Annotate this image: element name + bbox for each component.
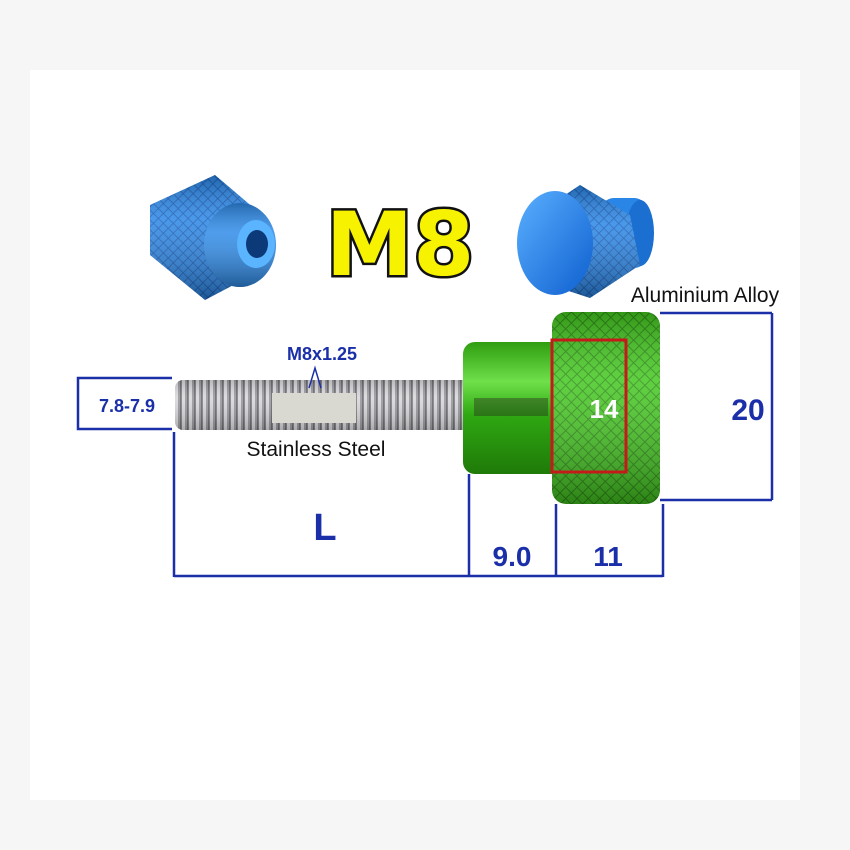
background-panel	[30, 70, 800, 800]
dimension-lines	[76, 311, 774, 578]
knob-material-label: Aluminium Alloy	[631, 284, 780, 307]
screw-material-label: Stainless Steel	[247, 438, 386, 461]
knob-diameter-label: 20	[731, 394, 764, 427]
knob-length-label: 11	[593, 541, 623, 572]
thread-pitch-label: M8x1.25	[287, 344, 357, 364]
blue-knob-bottom-view	[150, 175, 276, 300]
thread-diameter-label: 7.8-7.9	[99, 396, 155, 416]
green-shoulder	[463, 342, 563, 474]
blue-knob-top-view	[517, 185, 654, 298]
stainless-steel-thread	[175, 380, 475, 430]
green-knurled-knob	[552, 312, 660, 504]
shoulder-length-label: 9.0	[493, 541, 532, 572]
shoulder-diameter-box	[550, 338, 628, 474]
shoulder-diameter-label: 14	[590, 394, 619, 424]
length-label: L	[313, 507, 336, 549]
title: M8	[326, 193, 475, 296]
